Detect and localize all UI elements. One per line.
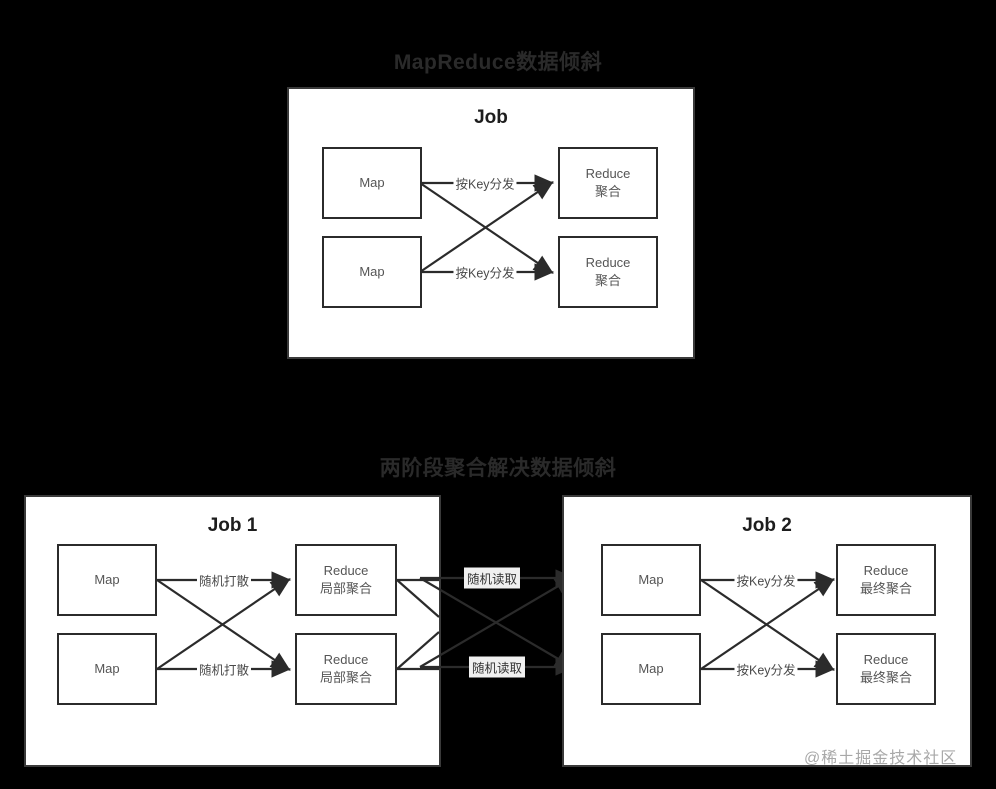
figure-2-title: 两阶段聚合解决数据倾斜 [379, 457, 617, 480]
edge-label-job1-top: 随机打散 [196, 570, 252, 590]
node-job1-map-bottom: Map [57, 633, 157, 705]
node-job2-map-bottom: Map [601, 633, 701, 705]
node-job2-reduce-bottom: Reduce 最终聚合 [836, 633, 936, 705]
node-job2-reduce-bottom-label-1: Reduce [863, 652, 909, 668]
node-job2-map-top-label: Map [638, 572, 664, 588]
panel-job: Job Map Map Reduce 聚合 Re [287, 87, 695, 359]
edge-label-job2-bottom: 按Key分发 [734, 659, 798, 679]
node-job2-reduce-top-label-2: 最终聚合 [859, 581, 912, 596]
panel-job2-title: Job 2 [742, 515, 792, 536]
edge-label-bottom: 按Key分发 [453, 262, 517, 282]
edge-layer-bridge [419, 569, 576, 676]
figure-1-title: MapReduce数据倾斜 [393, 51, 603, 74]
node-job1-reduce-top: Reduce 局部聚合 [295, 544, 397, 616]
node-job1-map-bottom-label: Map [94, 661, 120, 677]
node-reduce-top: Reduce 聚合 [558, 147, 658, 219]
node-reduce-top-label-1: Reduce [585, 166, 631, 182]
node-job1-map-top-label: Map [94, 572, 120, 588]
node-reduce-top-label-2: 聚合 [594, 184, 621, 199]
node-job1-reduce-top-label-2: 局部聚合 [319, 581, 372, 596]
node-map-top: Map [322, 147, 422, 219]
bridge-label-top: 随机读取 [463, 567, 521, 589]
panel-job1: Job 1 Map Map Reduce 局部聚合 [24, 495, 441, 767]
panel-job2: Job 2 Map Map Reduce 最终聚合 Reduce 最终聚合 [562, 495, 972, 767]
node-job2-reduce-top-label-1: Reduce [863, 563, 909, 579]
watermark: @稀土掘金技术社区 [804, 750, 958, 767]
node-job2-reduce-bottom-label-2: 最终聚合 [859, 670, 912, 685]
panel-job1-title: Job 1 [207, 515, 258, 536]
panel-job-title: Job [474, 107, 508, 128]
edge-label-job2-top: 按Key分发 [734, 570, 798, 590]
node-job1-reduce-bottom-label-1: Reduce [323, 652, 369, 668]
edge-layer-job [419, 174, 555, 281]
node-job1-map-top: Map [57, 544, 157, 616]
edge-layer-job2 [700, 571, 836, 678]
node-map-bottom-label: Map [359, 264, 385, 280]
node-reduce-bottom-label-2: 聚合 [594, 273, 621, 288]
edge-layer-job1 [156, 571, 440, 678]
node-map-bottom: Map [322, 236, 422, 308]
node-job2-map-bottom-label: Map [638, 661, 664, 677]
bridge-label-bottom: 随机读取 [468, 656, 526, 678]
node-job1-reduce-top-label-1: Reduce [323, 563, 369, 579]
node-reduce-bottom: Reduce 聚合 [558, 236, 658, 308]
edge-label-top: 按Key分发 [453, 173, 517, 193]
node-map-top-label: Map [359, 175, 385, 191]
edge-label-job1-bottom: 随机打散 [196, 659, 252, 679]
node-job1-reduce-bottom: Reduce 局部聚合 [295, 633, 397, 705]
node-reduce-bottom-label-1: Reduce [585, 255, 631, 271]
node-job2-reduce-top: Reduce 最终聚合 [836, 544, 936, 616]
node-job2-map-top: Map [601, 544, 701, 616]
node-job1-reduce-bottom-label-2: 局部聚合 [319, 670, 372, 685]
